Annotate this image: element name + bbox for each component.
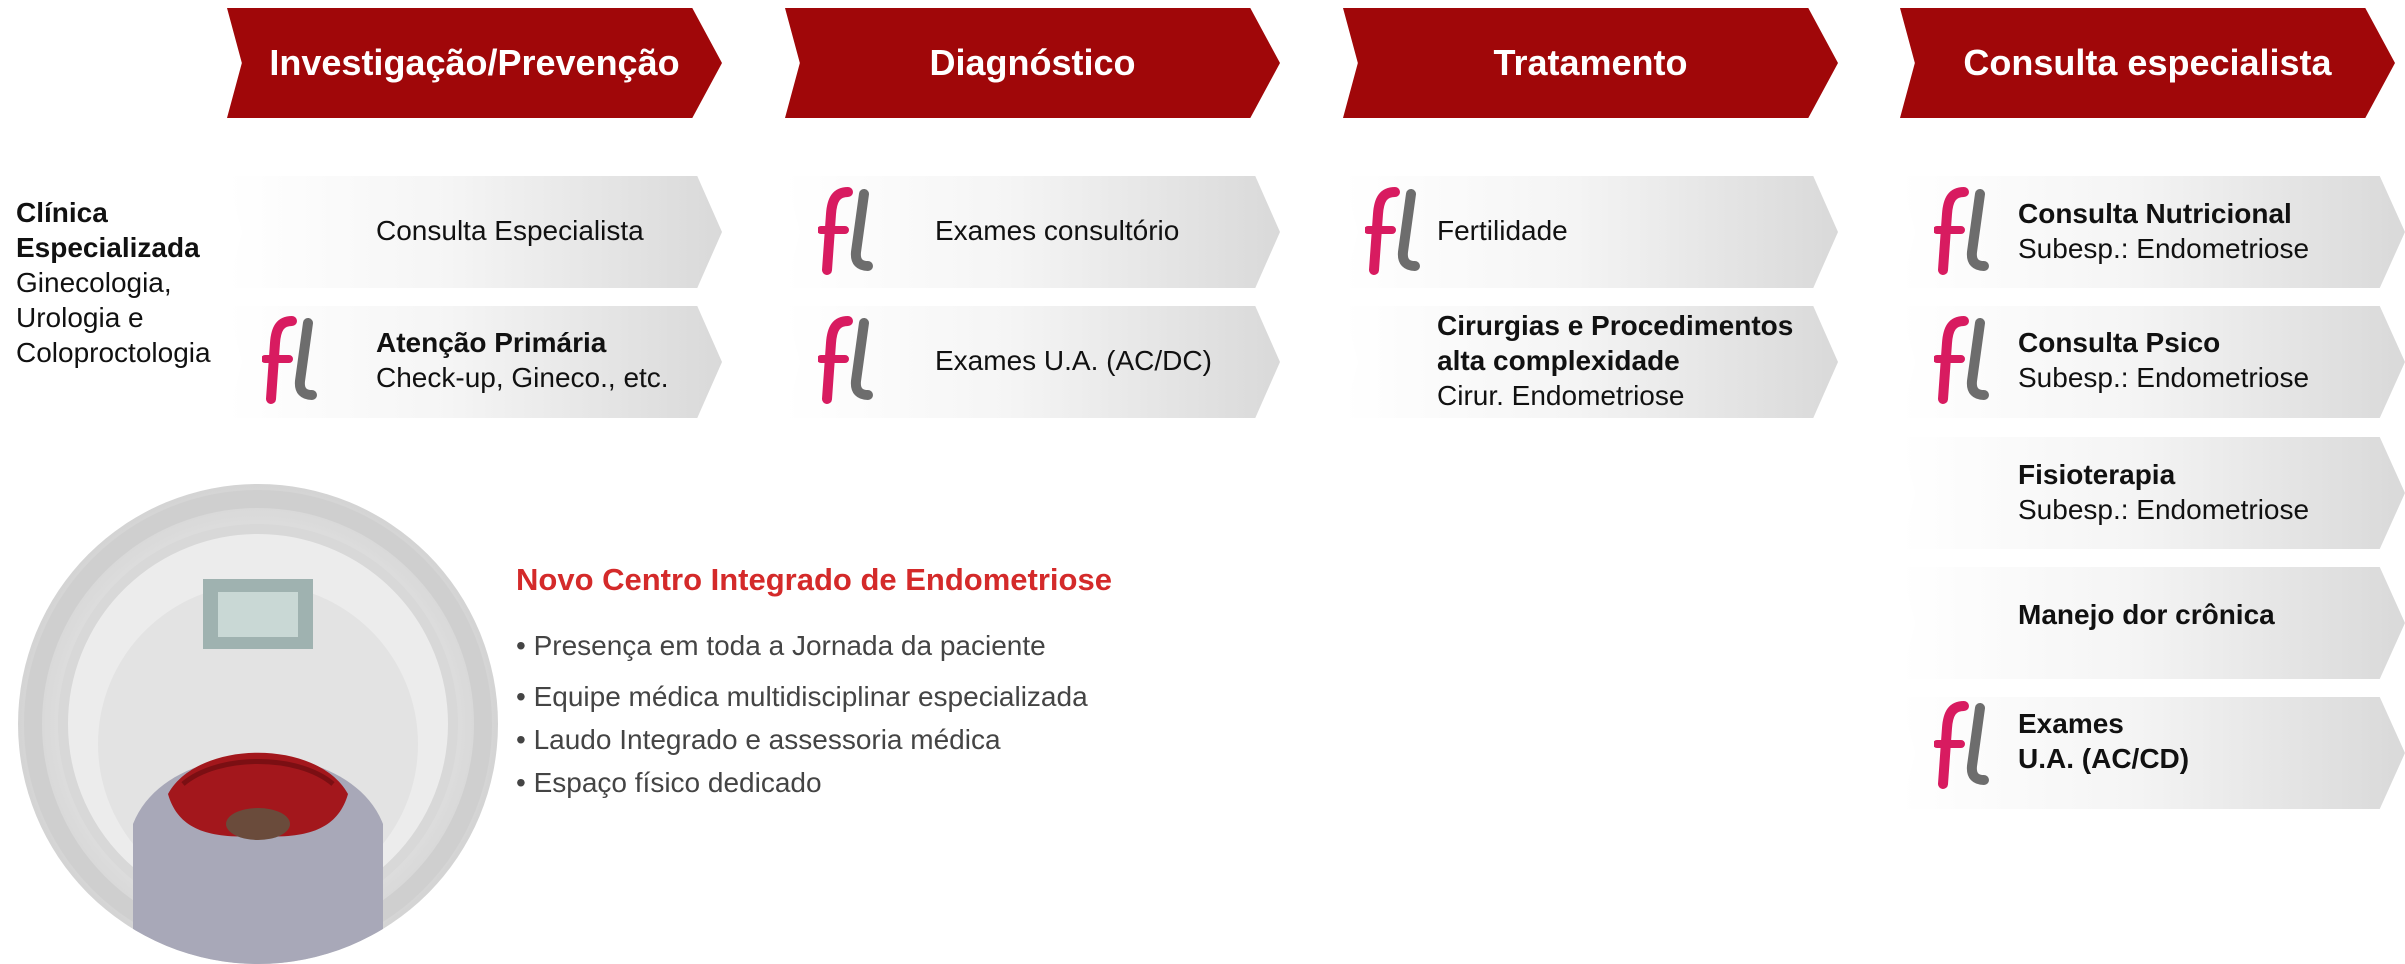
highlight-bullet: • Laudo Integrado e assessoria médica — [516, 724, 1001, 755]
left-label-bold-1: Clínica — [16, 197, 108, 228]
fl-logo-icon — [1365, 187, 1420, 275]
highlight-title: Novo Centro Integrado de Endometriose — [516, 562, 1112, 597]
chevron-fertilidade — [1343, 176, 1838, 288]
header-label: Tratamento — [1493, 42, 1688, 83]
fl-logo-icon — [818, 187, 873, 275]
left-label-bold-2: Especializada — [16, 232, 200, 263]
fl-logo-icon — [1934, 187, 1989, 275]
chevron-title: Cirurgias e Procedimentos — [1437, 310, 1794, 341]
fl-logo-icon — [1934, 701, 1989, 789]
chevron-title: Consulta Nutricional — [2018, 198, 2292, 229]
left-label: Clínica Especializada Ginecologia, Urolo… — [16, 195, 211, 370]
chevron-fisioterapia — [1900, 437, 2405, 549]
highlight-bullet: • Presença em toda a Jornada da paciente — [516, 630, 1046, 661]
chevron-title: U.A. (AC/CD) — [2018, 743, 2190, 774]
chevron-consulta-especialista — [227, 176, 722, 288]
chevron-text: Consulta Psico Subesp.: Endometriose — [2018, 325, 2309, 395]
chevron-manejo-dor — [1900, 567, 2405, 679]
chevron-text: Fertilidade — [1437, 215, 1568, 246]
highlight-bullet: • Espaço físico dedicado — [516, 767, 822, 798]
highlight-bullet: • Equipe médica multidisciplinar especia… — [516, 681, 1088, 712]
chevron-exames-ua-cd — [1900, 697, 2405, 809]
chevron-title: Manejo dor crônica — [2018, 599, 2275, 630]
chevron-title: Fisioterapia — [2018, 459, 2176, 490]
mri-illustration — [24, 490, 492, 964]
chevron-text: Exames U.A. (AC/CD) — [2018, 706, 2189, 776]
chevron-title: Exames — [2018, 708, 2124, 739]
chevron-cirurgias — [1343, 306, 1838, 418]
header-diagnostico: Diagnóstico — [785, 8, 1280, 118]
fl-logo-icon — [1934, 316, 1989, 404]
fl-logo-icon — [262, 316, 317, 404]
header-consulta-especialista: Consulta especialista — [1900, 8, 2395, 118]
left-label-line-1: Ginecologia, — [16, 267, 172, 298]
chevron-subtitle: Subesp.: Endometriose — [2018, 362, 2310, 393]
left-label-line-2: Urologia e — [16, 302, 144, 333]
chevron-text: Cirurgias e Procedimentos alta complexid… — [1437, 308, 1793, 413]
fl-logo-icon — [818, 316, 873, 404]
chevron-text: Atenção Primária Check-up, Gineco., etc. — [376, 325, 669, 395]
header-tratamento: Tratamento — [1343, 8, 1838, 118]
header-label: Consulta especialista — [1963, 42, 2332, 83]
chevron-text: Consulta Especialista — [376, 215, 644, 246]
chevron-subtitle: Subesp.: Endometriose — [2018, 494, 2310, 525]
header-investigacao: Investigação/Prevenção — [227, 8, 722, 118]
chevron-title: Consulta Psico — [2018, 327, 2221, 358]
chevron-text: Consulta Nutricional Subesp.: Endometrio… — [2018, 196, 2309, 266]
header-label: Investigação/Prevenção — [269, 42, 680, 83]
chevron-text: Fisioterapia Subesp.: Endometriose — [2018, 457, 2309, 527]
chevron-text: Exames U.A. (AC/DC) — [935, 345, 1212, 376]
chevron-text: Exames consultório — [935, 215, 1180, 246]
header-label: Diagnóstico — [929, 42, 1136, 83]
chevron-subtitle: Check-up, Gineco., etc. — [376, 362, 669, 393]
chevron-subtitle: Subesp.: Endometriose — [2018, 233, 2310, 264]
mri-photo — [18, 484, 498, 964]
chevron-title: alta complexidade — [1437, 345, 1680, 376]
chevron-title: Atenção Primária — [376, 327, 607, 358]
chevron-text: Manejo dor crônica — [2018, 597, 2275, 632]
chevron-subtitle: Cirur. Endometriose — [1437, 380, 1685, 411]
left-label-line-3: Coloproctologia — [16, 337, 211, 368]
